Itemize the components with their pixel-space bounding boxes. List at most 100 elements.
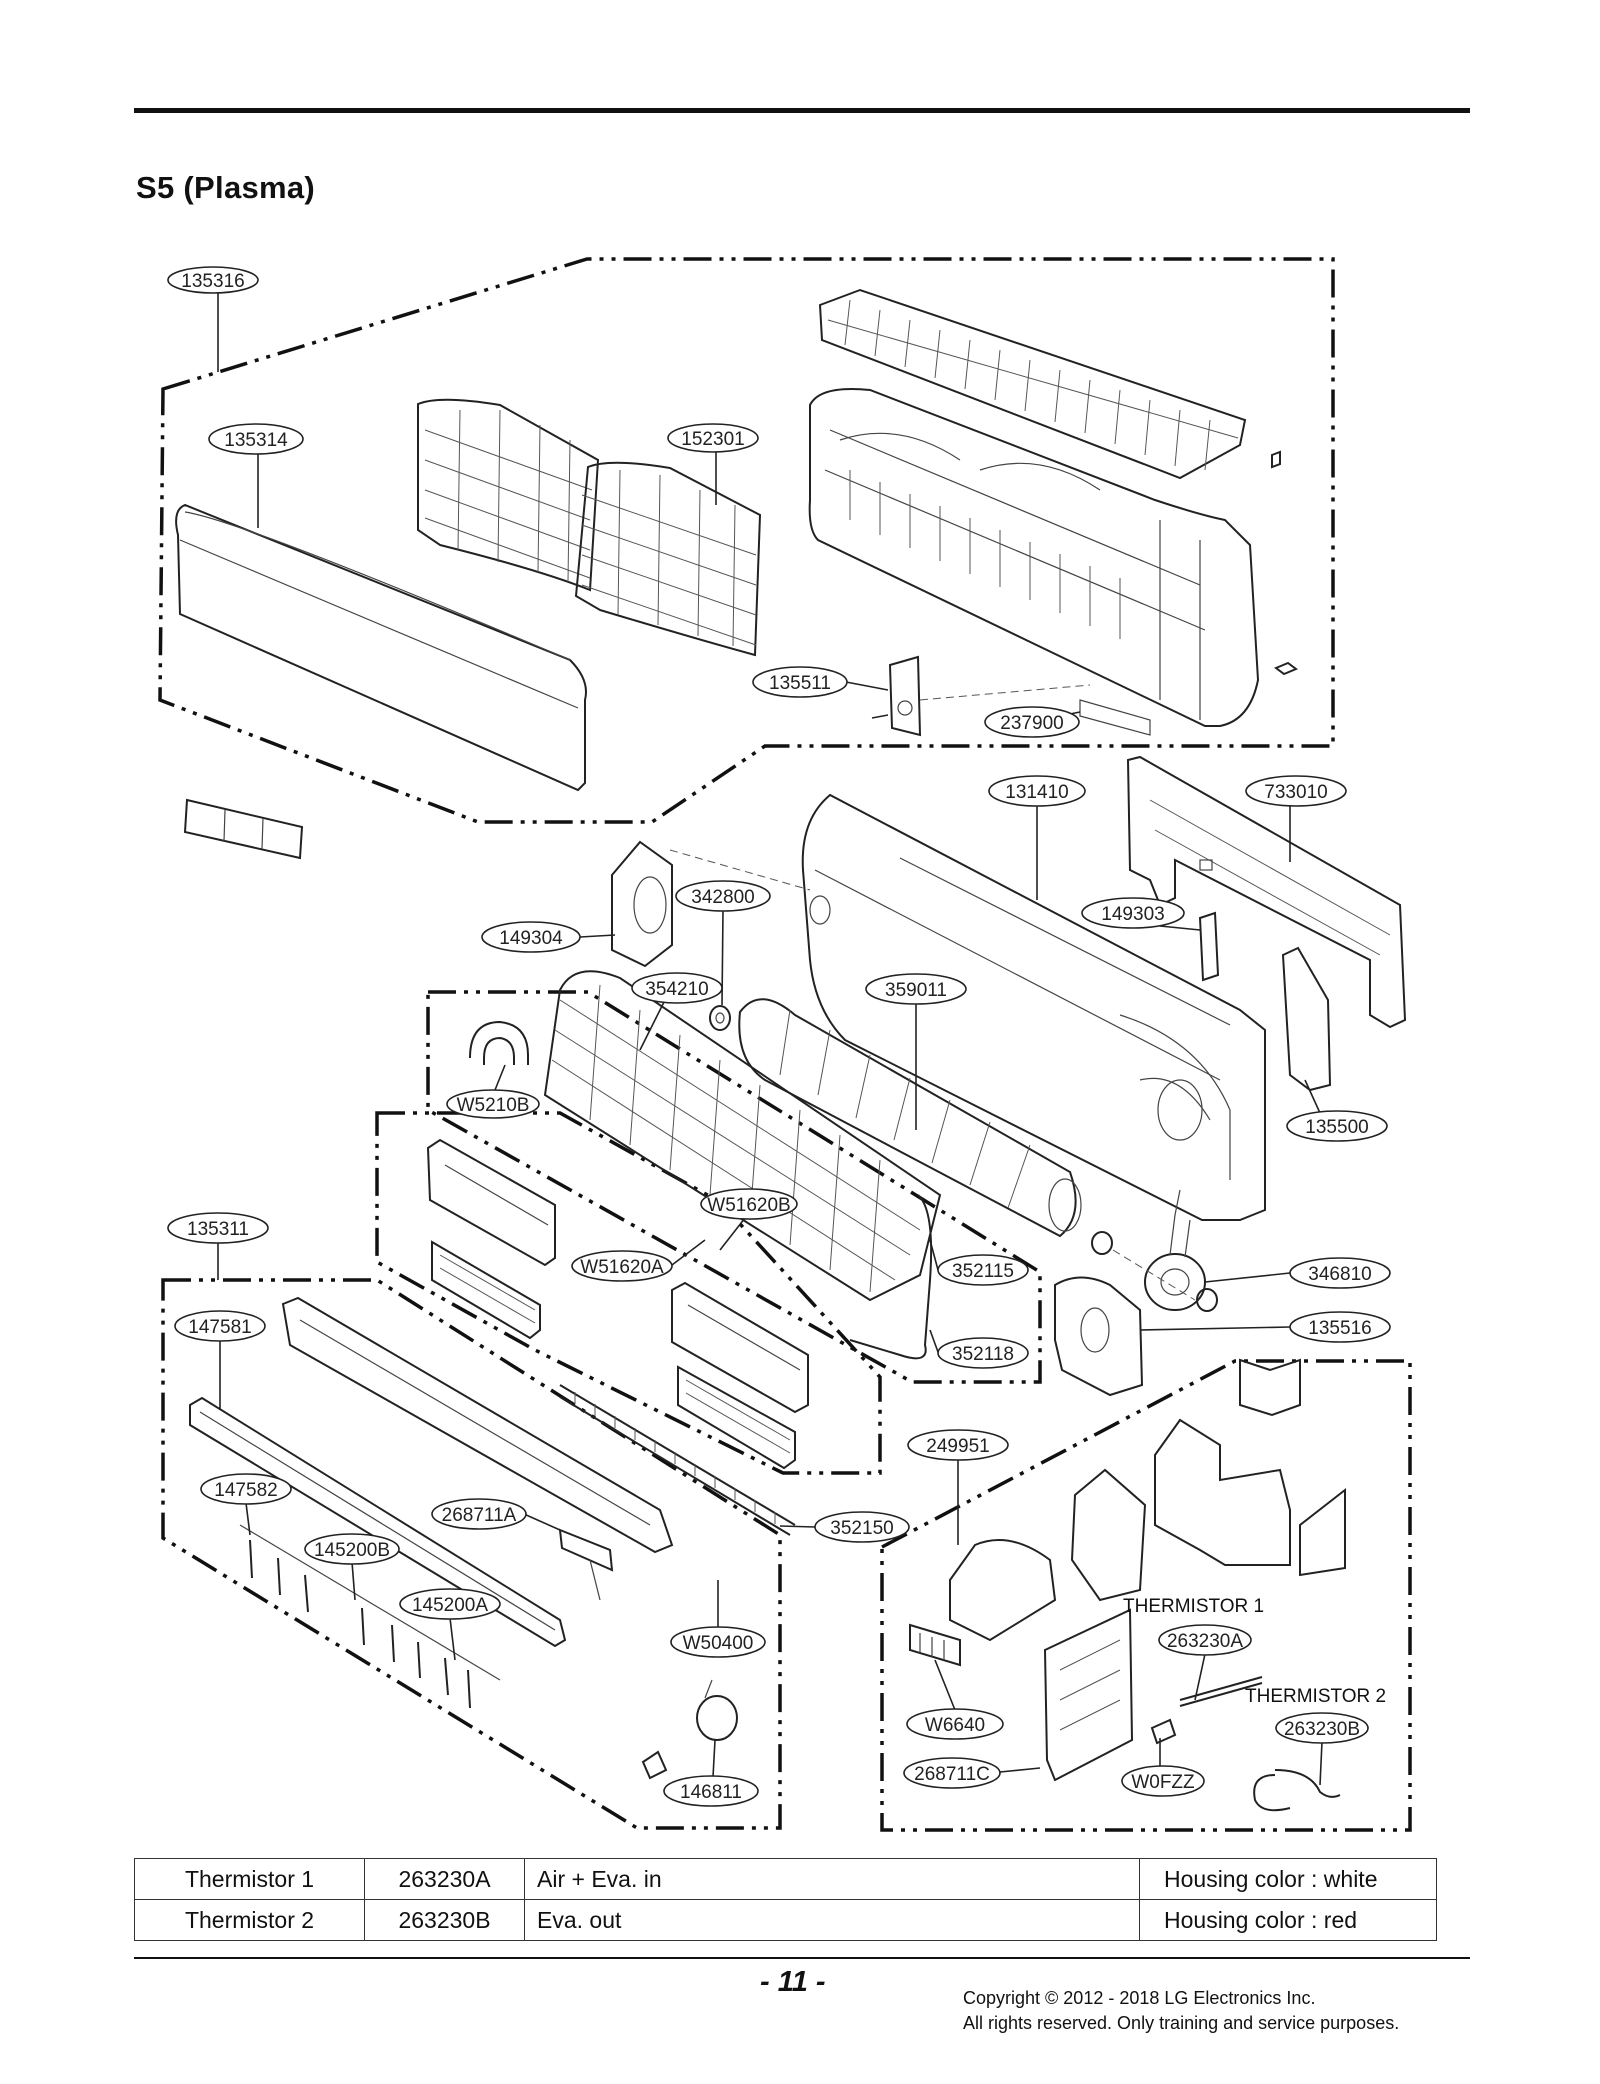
vane-frame-lower-right-part [677, 1365, 796, 1470]
callout-145200A: 145200A [399, 1588, 501, 1661]
callout-W51620A: W51620A [571, 1239, 706, 1282]
thermistor-table: Thermistor 1 263230A Air + Eva. in Housi… [134, 1858, 1437, 1941]
svg-text:149303: 149303 [1101, 904, 1164, 925]
svg-text:W50400: W50400 [683, 1633, 754, 1654]
svg-text:135500: 135500 [1305, 1117, 1368, 1138]
copyright-line: Copyright © 2012 - 2018 LG Electronics I… [963, 1988, 1316, 2008]
table-cell: 263230B [364, 1899, 525, 1941]
svg-text:342800: 342800 [691, 887, 754, 908]
svg-text:THERMISTOR 1: THERMISTOR 1 [1123, 1596, 1264, 1617]
control-box-part [1154, 1358, 1346, 1577]
callout-263230A: 263230A [1158, 1624, 1252, 1701]
pipe-bracket-part [1198, 911, 1220, 982]
callout-135314: 135314 [208, 423, 304, 528]
thermistor-1-part [1179, 1676, 1263, 1707]
callout-268711C: 268711C [903, 1757, 1041, 1789]
callout-152301: 152301 [667, 423, 759, 505]
svg-text:268711C: 268711C [914, 1764, 990, 1785]
svg-text:149304: 149304 [499, 928, 563, 949]
table-row: Thermistor 2 263230B Eva. out Housing co… [134, 1899, 1437, 1941]
vane-frame-upper-right-part [671, 1281, 809, 1414]
vane-links-part [239, 1524, 501, 1709]
svg-text:THERMISTOR 2: THERMISTOR 2 [1245, 1686, 1386, 1707]
table-cell: Housing color : red [1139, 1899, 1437, 1941]
svg-text:249951: 249951 [926, 1436, 989, 1457]
main-pcb-part [1043, 1608, 1134, 1782]
svg-text:263230A: 263230A [1167, 1631, 1243, 1652]
callout-147582: 147582 [200, 1473, 292, 1536]
callout-W6640: W6640 [906, 1659, 1004, 1740]
callout-135500: 135500 [1286, 1079, 1388, 1142]
callout-146811: 146811 [663, 1739, 759, 1807]
table-cell: Thermistor 2 [134, 1899, 365, 1941]
copyright-notice: Copyright © 2012 - 2018 LG Electronics I… [963, 1986, 1399, 2036]
callout-359011: 359011 [865, 973, 967, 1130]
chassis-front-part [808, 388, 1260, 736]
table-cell: 263230A [364, 1858, 525, 1900]
callout-263230B: 263230B [1275, 1712, 1369, 1786]
svg-text:135516: 135516 [1308, 1318, 1371, 1339]
svg-text:W0FZZ: W0FZZ [1131, 1772, 1195, 1793]
display-pcb-part [558, 1528, 614, 1601]
air-filter-left-part [417, 398, 600, 592]
table-cell: Thermistor 1 [134, 1858, 365, 1900]
chassis-part [801, 793, 1266, 1221]
svg-text:147581: 147581 [188, 1317, 251, 1338]
table-cell: Housing color : white [1139, 1858, 1437, 1900]
callout-135516: 135516 [1139, 1311, 1391, 1343]
label-thermistor-1: THERMISTOR 1 [1123, 1596, 1264, 1617]
svg-text:346810: 346810 [1308, 1264, 1371, 1285]
page-title: S5 (Plasma) [136, 170, 316, 205]
vane-motor-group-boundary [375, 1111, 882, 1475]
callout-352150: 352150 [779, 1511, 910, 1543]
front-panel-part [175, 503, 587, 792]
cross-flow-fan-part [738, 998, 1082, 1238]
svg-text:352115: 352115 [952, 1261, 1014, 1282]
page-number: - 11 - [760, 1966, 826, 1998]
label-thermistor-2: THERMISTOR 2 [1245, 1686, 1386, 1707]
callout-352115: 352115 [929, 1239, 1029, 1286]
drain-hose-flex-part [559, 1384, 796, 1536]
table-cell: Air + Eva. in [524, 1858, 1140, 1900]
callout-135316: 135316 [167, 266, 259, 372]
fuse-part [1150, 1718, 1177, 1745]
svg-text:135314: 135314 [224, 430, 288, 451]
air-filter-right-part [574, 461, 762, 657]
bottom-rule [134, 1957, 1470, 1959]
callout-249951: 249951 [907, 1429, 1009, 1545]
callout-131410: 131410 [988, 775, 1086, 900]
stepping-motor-part [696, 1679, 738, 1741]
insert-line-motor [1112, 1249, 1196, 1301]
sensor-connector-part [641, 1750, 668, 1780]
callout-W5210B: W5210B [446, 1064, 540, 1119]
svg-text:354210: 354210 [645, 979, 708, 1000]
svg-text:135511: 135511 [769, 673, 831, 694]
table-cell: Eva. out [524, 1899, 1140, 1941]
display-window-part [183, 798, 304, 860]
insert-line-237900 [919, 684, 1091, 701]
callout-342800: 342800 [675, 880, 771, 1006]
svg-text:352150: 352150 [830, 1518, 893, 1539]
svg-text:145200B: 145200B [314, 1540, 390, 1561]
callout-135311: 135311 [167, 1212, 269, 1280]
control-cover-part [949, 1468, 1147, 1642]
thermistor-2-part [1253, 1769, 1341, 1812]
table-row: Thermistor 1 263230A Air + Eva. in Housi… [134, 1858, 1437, 1900]
callout-149303: 149303 [1081, 897, 1201, 931]
svg-text:352118: 352118 [952, 1344, 1014, 1365]
insert-line-149304 [669, 849, 811, 891]
rear-support-part [1281, 946, 1332, 1092]
side-holder-part [611, 840, 673, 968]
svg-text:W51620A: W51620A [580, 1257, 664, 1278]
callout-147581: 147581 [174, 1310, 266, 1410]
callout-W51620B: W51620B [700, 1188, 798, 1251]
callout-237900: 237900 [984, 706, 1081, 738]
callout-W50400: W50400 [670, 1580, 766, 1658]
upper-grille-part [818, 288, 1247, 480]
svg-text:147582: 147582 [214, 1480, 277, 1501]
callout-W0FZZ: W0FZZ [1121, 1738, 1205, 1797]
vane-frame-upper-left-part [426, 1138, 556, 1267]
top-rule [134, 108, 1470, 113]
front-panel-group-boundary [158, 257, 1335, 824]
